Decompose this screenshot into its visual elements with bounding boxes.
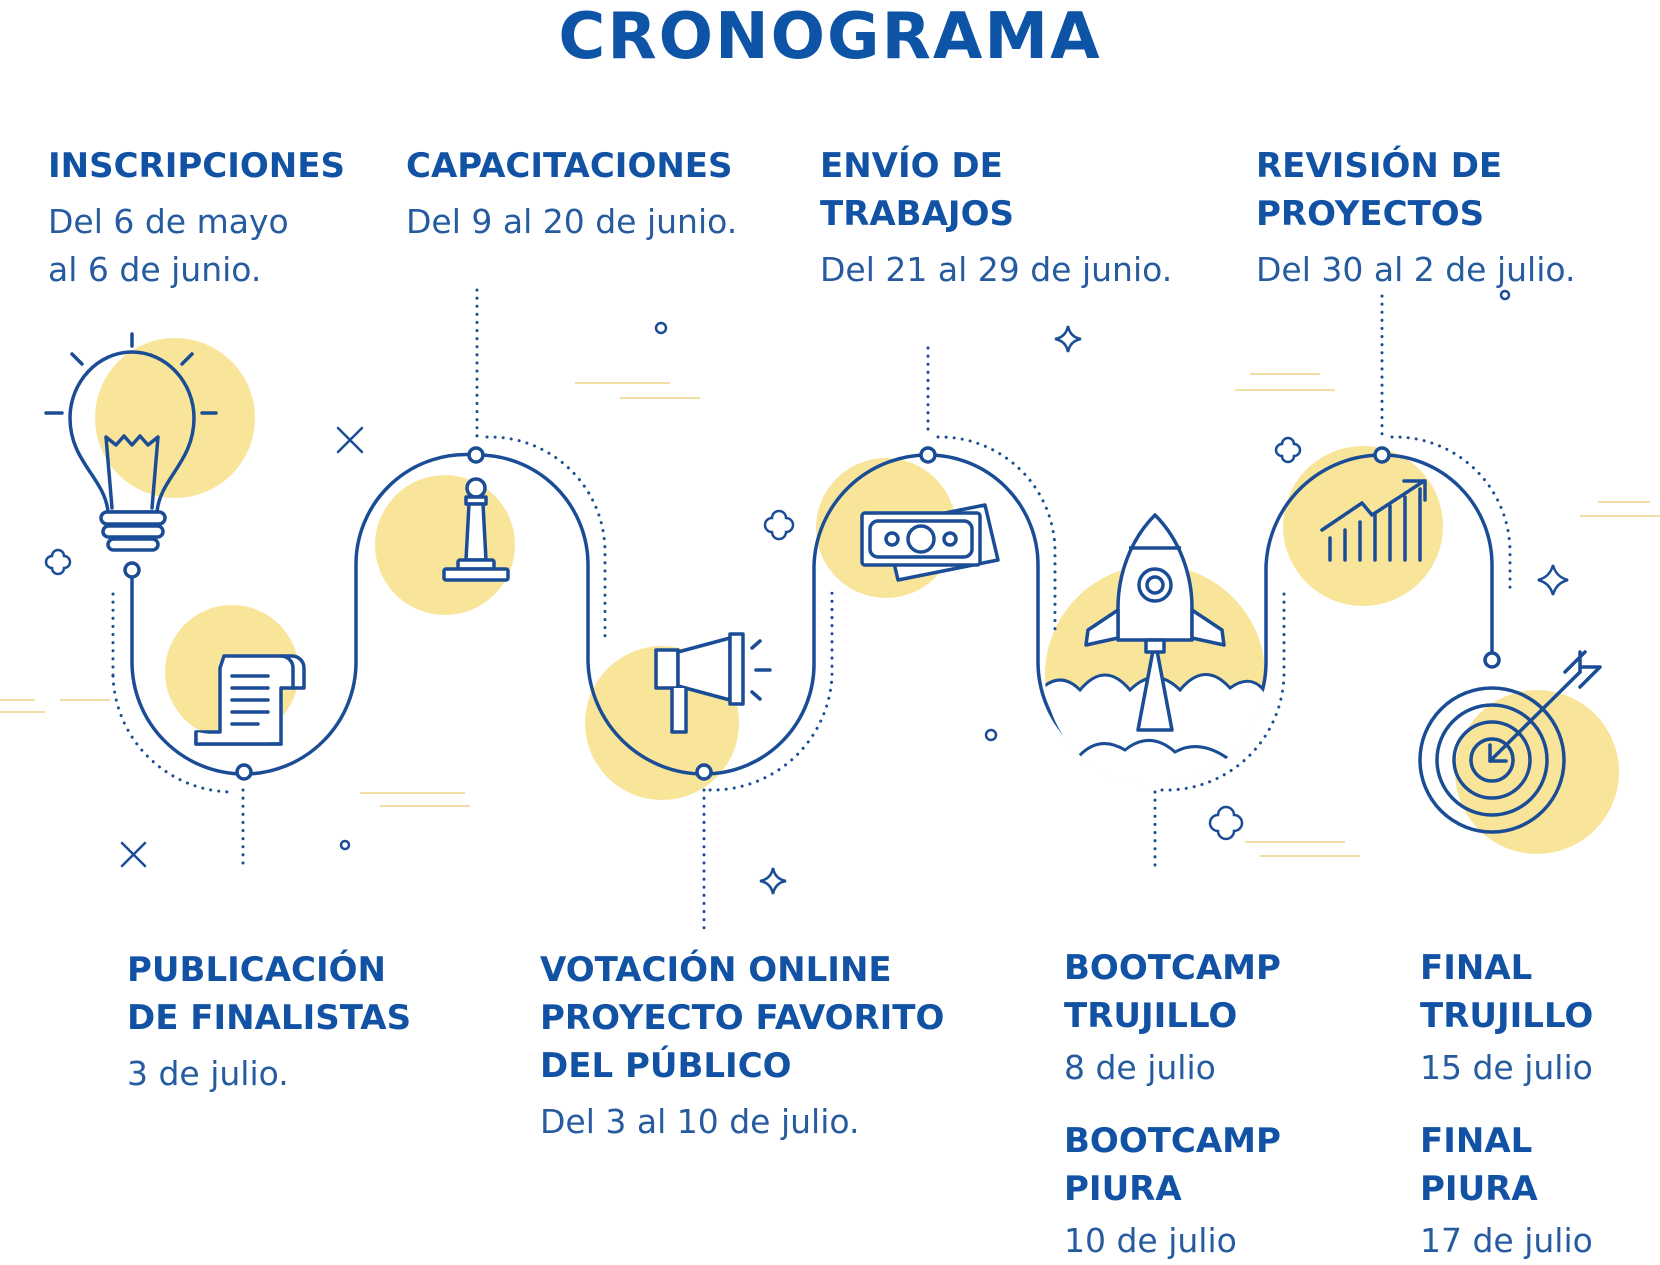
stage-title: PUBLICACIÓN DE FINALISTAS (127, 950, 412, 1038)
stage-title: CAPACITACIONES (406, 146, 733, 186)
growth-chart-icon (1320, 479, 1427, 562)
scroll-icon (194, 654, 306, 746)
stage-date: 17 de julio (1420, 1221, 1593, 1260)
stage-date: Del 6 de mayo al 6 de junio. (48, 202, 289, 289)
yellow-circles (95, 338, 1619, 854)
target-icon (1418, 650, 1602, 834)
stage-title: ENVÍO DE TRABAJOS (820, 146, 1014, 234)
rocket-icon (1045, 513, 1265, 785)
stage-date: 8 de julio (1064, 1048, 1216, 1087)
stage-bootcamp-trujillo: BOOTCAMP TRUJILLO 8 de julio (1064, 944, 1281, 1092)
stage-final-piura: FINAL PIURA 17 de julio (1420, 1117, 1593, 1265)
stage-date: Del 3 al 10 de julio. (540, 1102, 860, 1141)
stage-revision-proyectos: REVISIÓN DE PROYECTOS Del 30 al 2 de jul… (1256, 142, 1575, 294)
stage-votacion-online: VOTACIÓN ONLINE PROYECTO FAVORITO DEL PÚ… (540, 946, 944, 1146)
stage-date: Del 9 al 20 de junio. (406, 202, 738, 241)
chess-pawn-icon (442, 477, 510, 582)
sparkle-decorations (44, 289, 1569, 895)
decorative-dashes (0, 373, 1660, 857)
timeline-path (130, 452, 1494, 776)
stage-date: Del 21 al 29 de junio. (820, 250, 1173, 289)
light-bulb-icon (44, 332, 218, 552)
stage-title: VOTACIÓN ONLINE PROYECTO FAVORITO DEL PÚ… (540, 950, 945, 1086)
money-bills-icon (860, 503, 1000, 582)
stage-title: BOOTCAMP PIURA (1064, 1121, 1281, 1209)
stage-final-trujillo: FINAL TRUJILLO 15 de julio (1420, 944, 1593, 1092)
stage-title: REVISIÓN DE PROYECTOS (1256, 146, 1503, 234)
stage-date: 3 de julio. (127, 1054, 289, 1093)
stage-date: 10 de julio (1064, 1221, 1237, 1260)
stage-envio-trabajos: ENVÍO DE TRABAJOS Del 21 al 29 de junio. (820, 142, 1172, 294)
megaphone-icon (654, 632, 772, 734)
stage-title: BOOTCAMP TRUJILLO (1064, 948, 1281, 1036)
timeline-nodes (123, 446, 1501, 781)
page-title: CRONOGRAMA (558, 0, 1102, 74)
stage-inscripciones: INSCRIPCIONES Del 6 de mayo al 6 de juni… (48, 142, 345, 294)
dotted-guides (111, 288, 1512, 932)
stage-title: FINAL TRUJILLO (1420, 948, 1594, 1036)
stage-date: 15 de julio (1420, 1048, 1593, 1087)
stage-bootcamp-piura: BOOTCAMP PIURA 10 de julio (1064, 1117, 1281, 1265)
stage-capacitaciones: CAPACITACIONES Del 9 al 20 de junio. (406, 142, 737, 246)
stage-title: FINAL PIURA (1420, 1121, 1538, 1209)
stage-title: INSCRIPCIONES (48, 146, 345, 186)
stage-publicacion-finalistas: PUBLICACIÓN DE FINALISTAS 3 de julio. (127, 946, 411, 1098)
stage-date: Del 30 al 2 de julio. (1256, 250, 1576, 289)
